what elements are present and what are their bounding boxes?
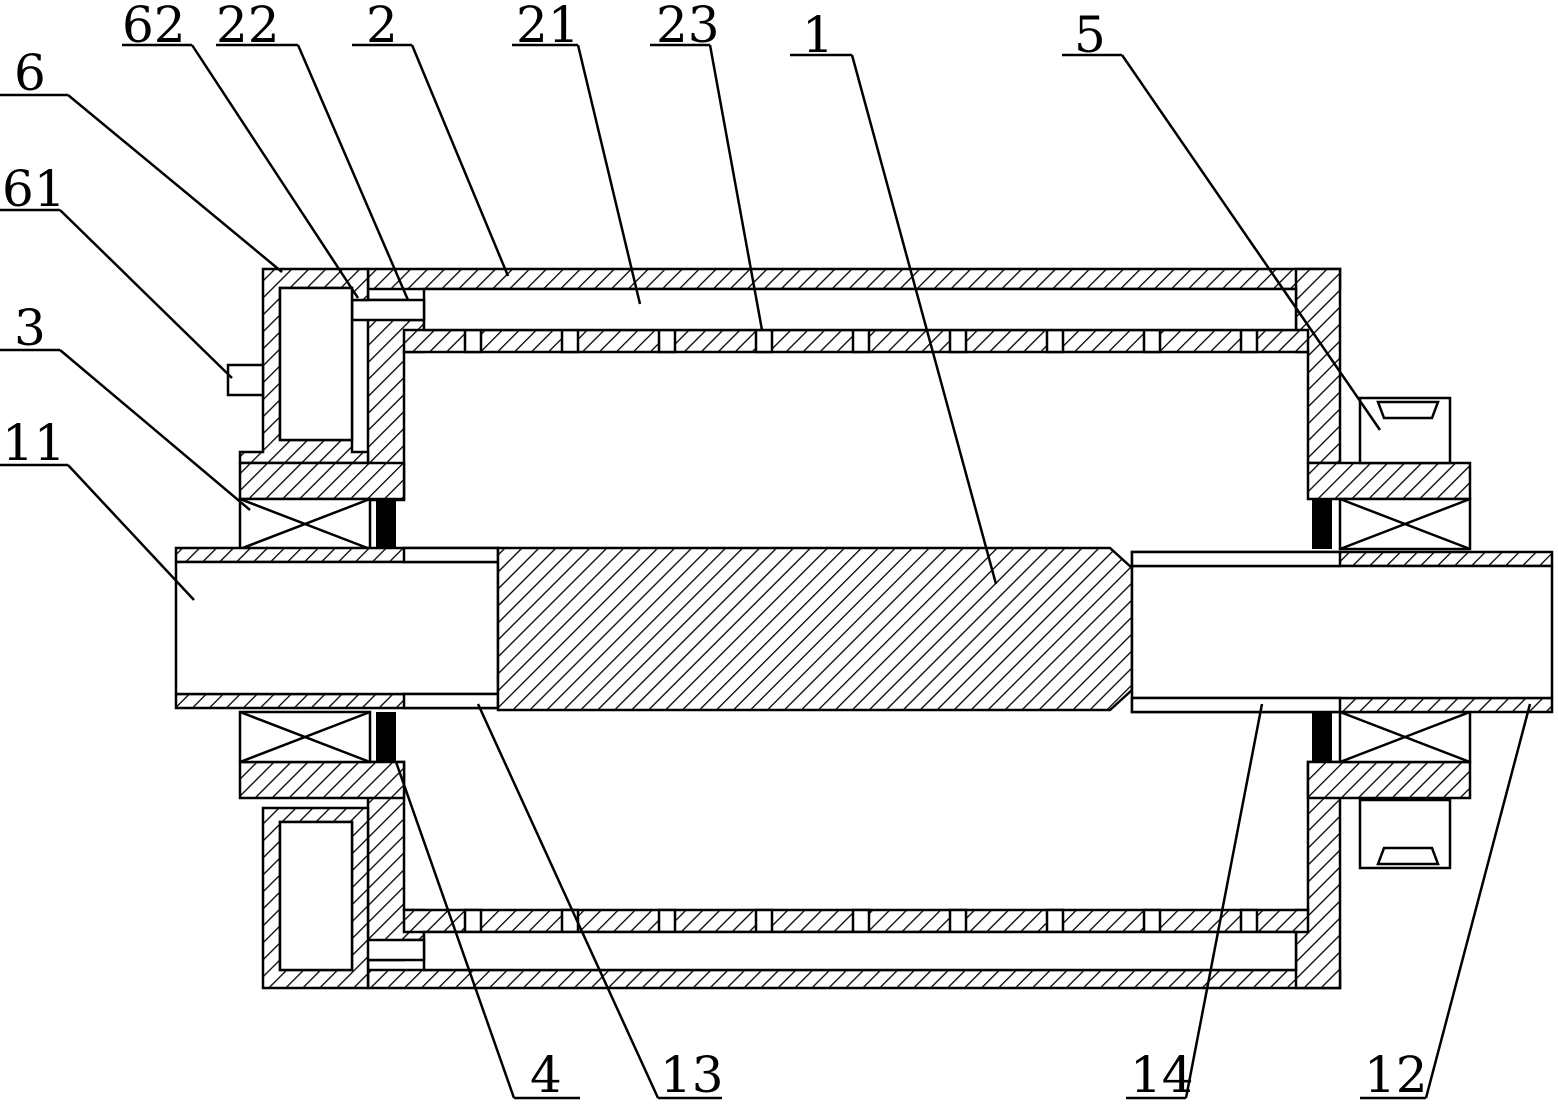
label-61: 61 <box>2 160 66 218</box>
sprocket <box>1358 396 1452 870</box>
label-4: 4 <box>530 1046 562 1104</box>
label-62: 62 <box>122 0 186 54</box>
part-labels: 62 22 2 21 23 1 5 6 61 3 11 4 13 14 12 <box>2 0 1428 1104</box>
leader-lines <box>0 43 1532 1100</box>
label-3: 3 <box>14 299 46 357</box>
distribution-box <box>226 267 370 990</box>
bearing-housing-right <box>1306 461 1472 800</box>
label-2: 2 <box>366 0 398 54</box>
label-12: 12 <box>1364 1046 1428 1104</box>
bearing-housing-left <box>238 461 406 800</box>
shaft <box>174 546 1554 714</box>
label-1: 1 <box>802 6 834 64</box>
bearing-left-top <box>238 497 372 551</box>
label-13: 13 <box>660 1046 724 1104</box>
label-22: 22 <box>216 0 280 54</box>
label-6: 6 <box>14 44 46 102</box>
label-23: 23 <box>656 0 720 54</box>
bearing-left-bottom <box>238 710 372 764</box>
seal-rings <box>376 499 1332 762</box>
bearing-right-top <box>1338 497 1472 551</box>
label-11: 11 <box>2 414 66 472</box>
label-21: 21 <box>516 0 580 54</box>
label-14: 14 <box>1130 1046 1194 1104</box>
bearing-right-bottom <box>1338 710 1472 764</box>
label-5: 5 <box>1074 6 1106 64</box>
annular-channel <box>422 287 1298 972</box>
